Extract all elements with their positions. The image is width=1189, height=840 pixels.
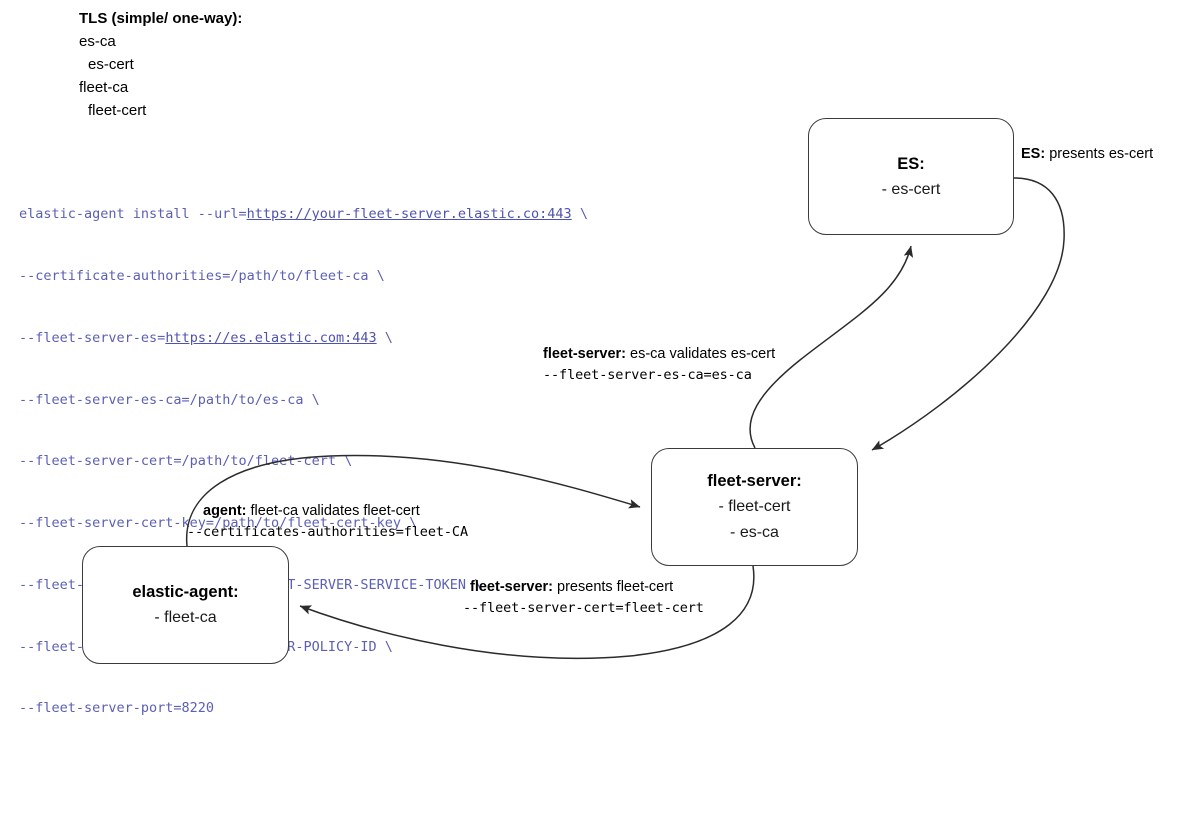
edge-label-agent-validates-strong: agent: xyxy=(203,503,247,519)
edge-fleet-server-to-agent xyxy=(299,565,755,660)
edge-label-fleet-server-presents: fleet-server: presents fleet-cert --flee… xyxy=(463,577,704,619)
command-line-4: --fleet-server-es-ca=/path/to/es-ca \ xyxy=(19,391,320,408)
node-fleet-server-line-2: - es-ca xyxy=(730,524,779,541)
command-line-5: --fleet-server-cert=/path/to/fleet-cert … xyxy=(19,453,353,470)
legend-title: TLS (simple/ one-way): xyxy=(79,10,243,27)
node-elastic-agent-line-1: - fleet-ca xyxy=(154,609,217,626)
command-line-3-prefix: --fleet-server-es= xyxy=(19,329,166,346)
node-elastic-agent-title: elastic-agent: xyxy=(132,583,239,601)
edge-label-es-presents: ES: presents es-cert xyxy=(1021,144,1153,165)
node-elasticsearch-line-1: - es-cert xyxy=(881,180,941,198)
legend-item-fleet-ca: fleet-ca xyxy=(79,79,129,96)
node-elastic-agent[interactable]: elastic-agent: - fleet-ca xyxy=(82,546,289,664)
node-elasticsearch[interactable]: ES: - es-cert xyxy=(808,118,1014,235)
node-elasticsearch-title: ES: xyxy=(897,154,925,173)
edge-label-fleet-validates-text: es-ca validates es-cert xyxy=(626,346,776,362)
edge-es-to-fleet-server xyxy=(871,177,1065,451)
command-line-9: --fleet-server-port=8220 xyxy=(19,700,215,717)
edge-label-agent-validates-text: fleet-ca validates fleet-cert xyxy=(246,503,420,519)
fleet-server-url-link[interactable]: https://your-fleet-server.elastic.co:443 xyxy=(246,206,572,223)
edge-fleet-server-to-es xyxy=(749,245,914,449)
edge-label-fleet-presents-strong: fleet-server: xyxy=(470,579,554,595)
command-line-1-suffix: \ xyxy=(571,206,588,223)
edge-label-fleet-presents-flag: --fleet-server-cert=fleet-cert xyxy=(463,600,704,616)
node-fleet-server-line-1: - fleet-cert xyxy=(718,498,791,515)
command-line-3: --fleet-server-es=https://es.elastic.com… xyxy=(19,328,588,349)
edge-label-es-presents-strong: ES: xyxy=(1021,146,1046,162)
command-line-1: elastic-agent install --url=https://your… xyxy=(19,204,588,225)
edge-label-agent-validates-flag: --certificates-authorities=fleet-CA xyxy=(187,524,468,540)
elasticsearch-url-link[interactable]: https://es.elastic.com:443 xyxy=(165,329,377,346)
edge-agent-to-fleet-server xyxy=(185,454,641,547)
edge-label-es-presents-text: presents es-cert xyxy=(1045,146,1154,162)
edge-label-agent-validates: agent: fleet-ca validates fleet-cert --c… xyxy=(187,501,468,543)
node-fleet-server-title: fleet-server: xyxy=(707,472,802,490)
command-line-6: --fleet-server-cert-key=/path/to/fleet-c… xyxy=(19,515,418,532)
legend-item-es-cert: es-cert xyxy=(88,56,134,73)
command-line-3-suffix: \ xyxy=(376,329,393,346)
edge-label-fleet-validates-flag: --fleet-server-es-ca=es-ca xyxy=(543,367,752,383)
tls-legend: TLS (simple/ one-way): es-ca es-cert fle… xyxy=(79,7,242,122)
edge-label-fleet-server-validates: fleet-server: es-ca validates es-cert --… xyxy=(543,344,775,386)
command-line-1-prefix: elastic-agent install --url= xyxy=(19,206,247,223)
legend-item-fleet-cert: fleet-cert xyxy=(88,102,147,119)
edge-label-fleet-validates-strong: fleet-server: xyxy=(543,346,627,362)
command-line-2: --certificate-authorities=/path/to/fleet… xyxy=(19,267,385,284)
edge-label-fleet-presents-text: presents fleet-cert xyxy=(553,579,674,595)
legend-item-es-ca: es-ca xyxy=(79,33,116,50)
node-fleet-server[interactable]: fleet-server: - fleet-cert - es-ca xyxy=(651,448,858,566)
